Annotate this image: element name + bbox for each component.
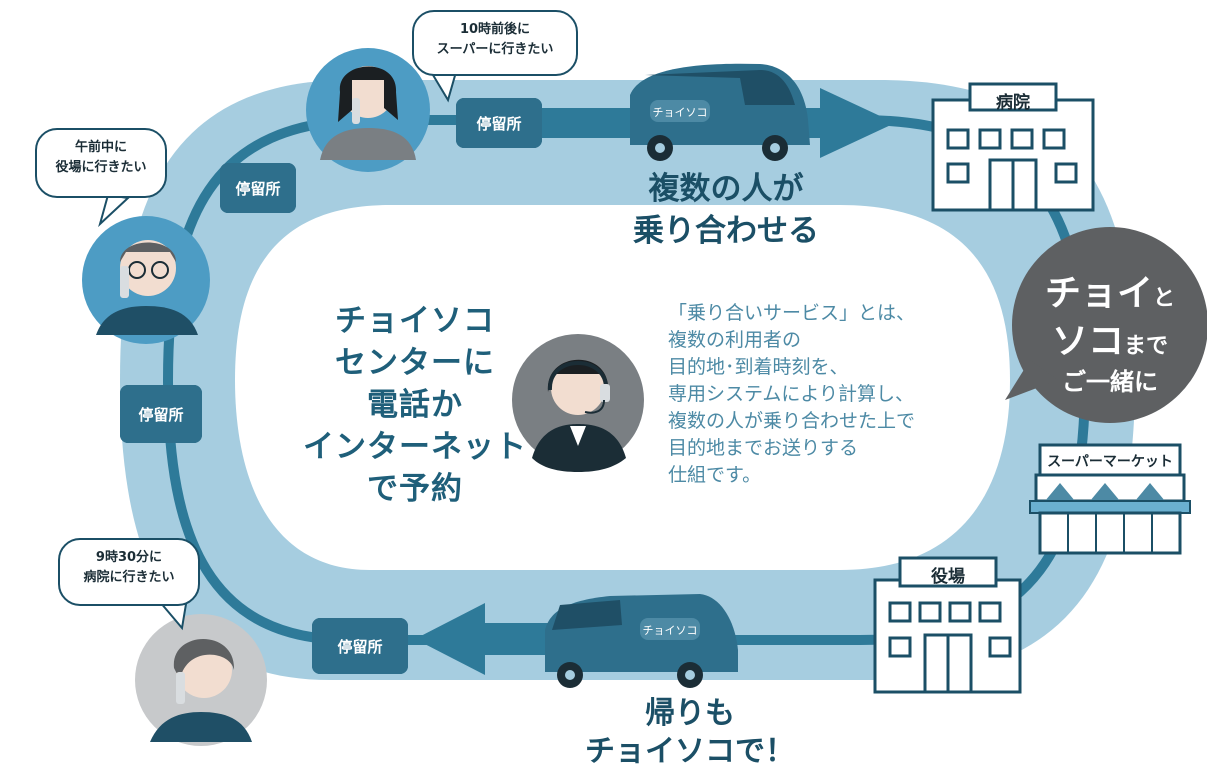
bus-stop-bottom: 停留所 [312, 618, 408, 674]
slogan-goissho: ご一緒に [1062, 368, 1158, 396]
description-line6: 目的地までお送りする [668, 437, 859, 459]
speech-top-line2: スーパーに行きたい [436, 42, 554, 57]
description-line4: 専用システムにより計算し、 [668, 383, 915, 405]
ride-share-caption-line1: 複数の人が [648, 171, 804, 207]
description-line5: 複数の人が乗り合わせた上で [668, 410, 916, 432]
slogan-soko: ソコ [1051, 321, 1124, 362]
description-line1: 「乗り合いサービス」とは、 [668, 302, 916, 324]
service-description: 「乗り合いサービス」とは、 複数の利用者の 目的地･到着時刻を、 専用システムに… [668, 300, 998, 489]
call-center-operator [512, 334, 644, 472]
supermarket-sign: スーパーマーケット [1047, 454, 1173, 470]
description-line7: 仕組です。 [668, 464, 762, 486]
speech-left-line2: 役場に行きたい [55, 160, 147, 175]
supermarket-building [1029, 443, 1191, 555]
bus-stop-left: 停留所 [120, 385, 202, 443]
speech-bubble-top-woman: 10時前後に スーパーに行きたい [412, 10, 578, 76]
slogan-bubble-shape [1005, 227, 1207, 423]
ride-share-caption-line2: 乗り合わせる [633, 213, 819, 249]
person-bottom-woman [135, 614, 267, 746]
booking-title-line5: で予約 [367, 471, 463, 507]
speech-bottom-line1: 9時30分に [95, 550, 163, 565]
booking-title-line2: センターに [335, 345, 495, 381]
slogan-to: と [1153, 286, 1176, 311]
slogan: チョイと ソコまで ご一緒に [1013, 232, 1207, 424]
person-left-man [82, 216, 210, 344]
van-bottom: チョイソコ [545, 594, 738, 688]
speech-top-line1: 10時前後に [459, 22, 531, 37]
van-bottom-logo: チョイソコ [643, 624, 698, 637]
bus-stop-top: 停留所 [456, 98, 542, 148]
description-line3: 目的地･到着時刻を、 [668, 356, 849, 378]
return-trip-caption-line1: 帰りも [645, 696, 735, 731]
van-top: チョイソコ [630, 63, 810, 161]
town-hall-sign: 役場 [931, 567, 965, 587]
booking-title: チョイソコ センターに 電話か インターネット で予約 [265, 300, 565, 510]
hospital-building [931, 82, 1095, 212]
speech-bubble-left-man: 午前中に 役場に行きたい [35, 128, 167, 198]
speech-left-line1: 午前中に [74, 140, 127, 155]
slogan-made: まで [1124, 334, 1169, 359]
speech-bubble-bottom-woman: 9時30分に 病院に行きたい [58, 538, 200, 606]
booking-title-line3: 電話か [367, 387, 463, 423]
person-top-woman [306, 48, 430, 172]
booking-title-line4: インターネット [303, 429, 527, 465]
booking-title-line1: チョイソコ [335, 303, 495, 339]
hospital-sign: 病院 [996, 93, 1030, 113]
bubble-tail-left [98, 193, 131, 228]
bus-stop-upper-left: 停留所 [220, 163, 296, 213]
return-trip-caption-line2: チョイソコで！ [585, 734, 795, 769]
town-hall-building [873, 556, 1022, 694]
slogan-choi: チョイ [1044, 273, 1153, 314]
description-line2: 複数の利用者の [668, 329, 802, 351]
speech-bottom-line2: 病院に行きたい [83, 570, 175, 585]
van-top-logo: チョイソコ [653, 106, 708, 119]
ride-share-caption: 複数の人が 乗り合わせる [586, 168, 866, 252]
return-trip-caption: 帰りも チョイソコで！ [545, 695, 835, 771]
